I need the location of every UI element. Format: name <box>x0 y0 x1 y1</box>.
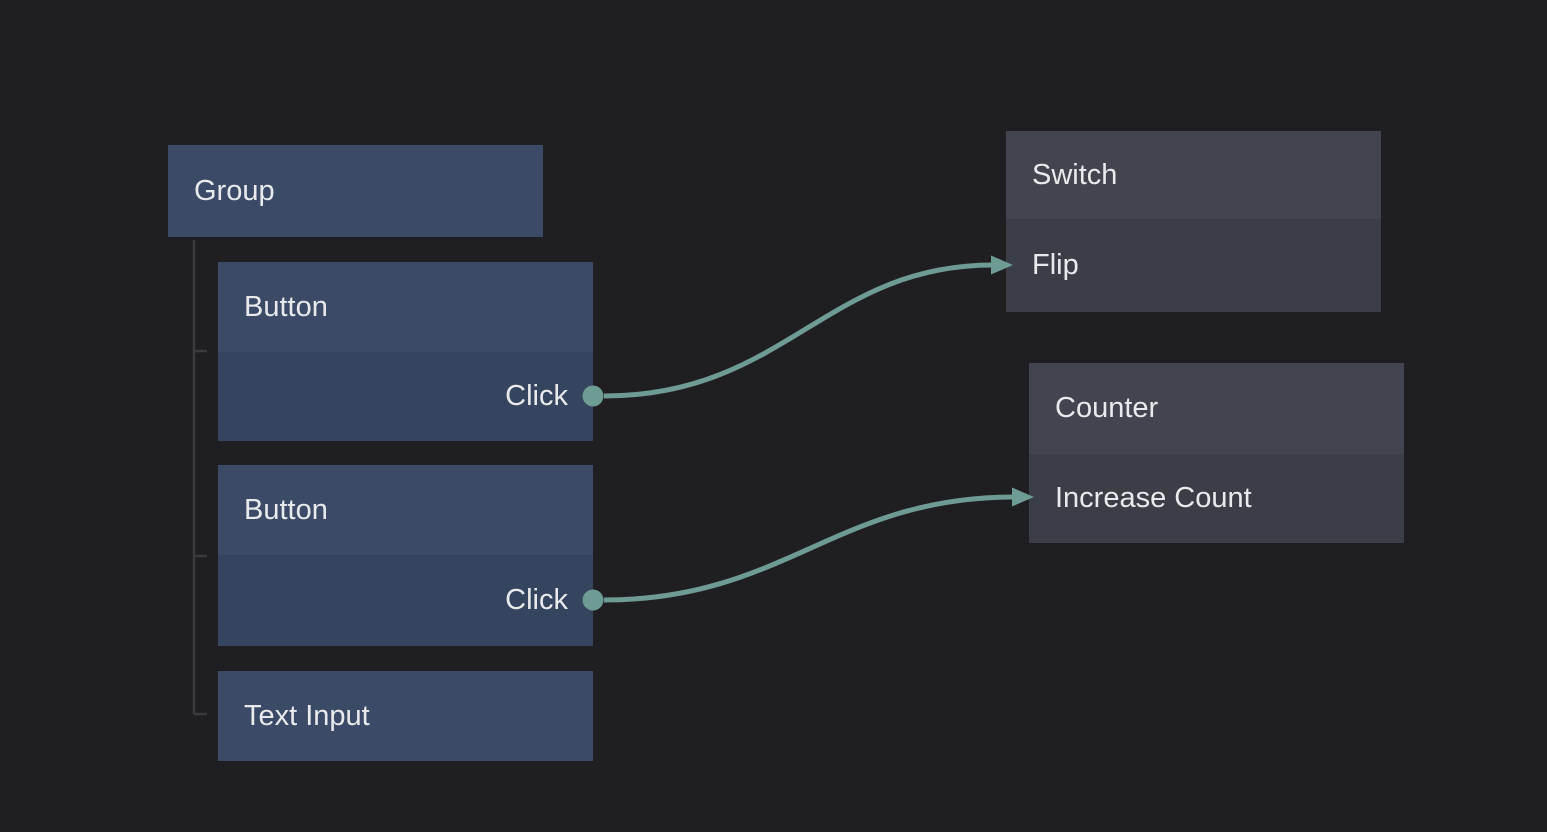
node-text-input-header: Text Input <box>218 671 593 761</box>
node-group-title: Group <box>194 174 275 207</box>
node-button-1[interactable]: Button Click <box>218 262 593 441</box>
node-group-header: Group <box>168 145 543 237</box>
output-port-label-click: Click <box>505 380 568 412</box>
input-action-label-flip: Flip <box>1032 249 1079 281</box>
node-button-2-output-row-click[interactable]: Click <box>218 555 593 646</box>
node-text-input[interactable]: Text Input <box>218 671 593 761</box>
node-button-2[interactable]: Button Click <box>218 465 593 646</box>
edge-click-to-increase-count[interactable] <box>603 494 1015 603</box>
node-counter-title: Counter <box>1055 392 1159 424</box>
edge-click-to-flip[interactable] <box>603 262 994 399</box>
output-port-label-click: Click <box>505 584 568 616</box>
node-switch-title: Switch <box>1032 158 1118 191</box>
node-counter-input-row-increase-count[interactable]: Increase Count <box>1029 454 1404 543</box>
input-action-label-increase-count: Increase Count <box>1055 482 1252 514</box>
node-text-input-title: Text Input <box>244 699 370 732</box>
node-switch-input-row-flip[interactable]: Flip <box>1006 219 1381 312</box>
node-group[interactable]: Group <box>168 145 543 237</box>
node-counter[interactable]: Counter Increase Count <box>1029 363 1404 543</box>
node-button-2-header: Button <box>218 465 593 555</box>
node-button-2-title: Button <box>244 493 328 526</box>
node-switch[interactable]: Switch Flip <box>1006 131 1381 312</box>
node-button-1-output-row-click[interactable]: Click <box>218 352 593 441</box>
tree-connector-line <box>192 240 207 716</box>
node-button-1-header: Button <box>218 262 593 352</box>
node-switch-header: Switch <box>1006 131 1381 219</box>
node-button-1-title: Button <box>244 290 328 323</box>
node-counter-header: Counter <box>1029 363 1404 454</box>
